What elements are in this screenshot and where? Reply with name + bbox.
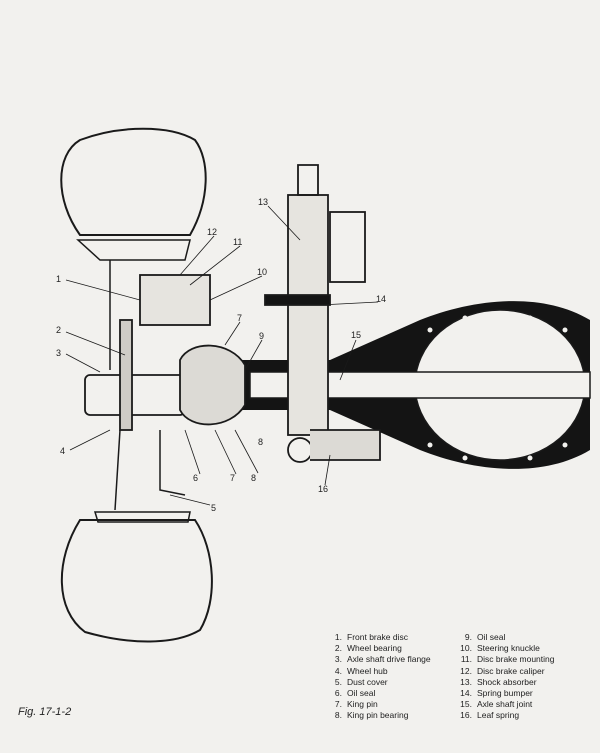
callout-8-right: 8 (258, 437, 263, 447)
legend-number: 12. (460, 665, 472, 676)
legend-number: 5. (334, 676, 342, 687)
leaf-spring (310, 429, 381, 461)
figure-label: Fig. 17-1-2 (18, 706, 72, 718)
callout-7-lower: 7 (230, 473, 235, 483)
callout-7-upper: 7 (237, 313, 242, 323)
legend-item: 14. Spring bumper (456, 688, 554, 699)
legend-label: Steering knuckle (477, 643, 540, 654)
legend-label: Axle shaft drive flange (347, 654, 431, 665)
legend-item: 11. Disc brake mounting (456, 654, 555, 665)
callout-16: 16 (318, 484, 328, 494)
callout-8-lower: 8 (251, 473, 256, 483)
legend-item: 7. King pin (326, 699, 431, 710)
callout-6: 6 (193, 473, 198, 483)
legend-label: Axle shaft joint (477, 699, 533, 710)
legend-label: Wheel bearing (347, 643, 402, 654)
legend-item: 8. King pin bearing (326, 710, 431, 721)
legend-item: 5. Dust cover (326, 677, 431, 688)
callout-3: 3 (56, 348, 61, 358)
legend-number: 14. (460, 688, 472, 699)
legend-item: 16. Leaf spring (456, 710, 554, 721)
legend-column-1: 1. Front brake disc 2. Wheel bearing 3. Axl… (326, 632, 431, 722)
legend-item: 12. Disc brake caliper (456, 666, 554, 677)
legend-label: Wheel hub (347, 665, 388, 676)
legend-number: 9. (464, 632, 472, 642)
legend-item: 9. Oil seal (456, 632, 554, 643)
legend-number: 2. (334, 643, 342, 654)
legend-item: 2. Wheel bearing (326, 643, 431, 654)
legend-number: 3. (334, 654, 342, 665)
legend-item: 13. Shock absorber (456, 677, 554, 688)
callout-9: 9 (259, 331, 264, 341)
wheel-rim-upper (76, 239, 191, 261)
spring-bumper (264, 294, 331, 306)
legend-label: Dust cover (347, 676, 388, 687)
callout-14: 14 (376, 294, 386, 304)
brake-caliper (139, 274, 211, 326)
callout-12: 12 (207, 227, 217, 237)
legend-item: 3. Axle shaft drive flange (326, 654, 431, 665)
legend-number: 15. (460, 699, 472, 710)
callout-13: 13 (258, 197, 268, 207)
legend-label: Front brake disc (347, 632, 408, 642)
legend-column-2: 9. Oil seal 10. Steering knuckle 11. Disc b… (456, 632, 554, 722)
callout-4: 4 (60, 446, 65, 456)
callout-5: 5 (211, 503, 216, 513)
legend-number: 4. (334, 665, 342, 676)
legend-label: Leaf spring (477, 710, 520, 721)
legend-label: King pin bearing (347, 710, 409, 721)
legend-item: 1. Front brake disc (326, 632, 431, 643)
shock-absorber (287, 194, 329, 436)
wheel-rim-lower (93, 511, 191, 523)
callout-10: 10 (257, 267, 267, 277)
steering-knuckle (179, 344, 246, 426)
legend-number: 10. (460, 643, 472, 654)
legend-label: Oil seal (347, 688, 376, 699)
callout-2: 2 (56, 325, 61, 335)
callout-11: 11 (233, 237, 242, 247)
tire-upper (60, 127, 207, 236)
brake-disc (119, 319, 133, 431)
legend-number: 1. (334, 632, 342, 642)
legend-number: 7. (334, 699, 342, 710)
shock-mount-bracket (329, 211, 366, 283)
callout-1: 1 (56, 274, 61, 284)
legend-label: Shock absorber (477, 676, 537, 687)
legend-number: 6. (334, 688, 342, 699)
legend-label: King pin (347, 699, 378, 710)
legend-item: 6. Oil seal (326, 688, 431, 699)
legend-item: 15. Axle shaft joint (456, 699, 554, 710)
legend-label: Oil seal (477, 632, 506, 642)
legend-number: 16. (460, 710, 472, 721)
legend-number: 13. (460, 676, 472, 687)
legend-item: 10. Steering knuckle (456, 643, 554, 654)
legend-number: 8. (334, 710, 342, 721)
spring-eye (287, 437, 313, 463)
legend-label: Disc brake caliper (477, 665, 545, 676)
legend-item: 4. Wheel hub (326, 666, 431, 677)
legend-label: Spring bumper (477, 688, 533, 699)
legend-label: Disc brake mounting (477, 654, 555, 665)
callout-15: 15 (351, 330, 361, 340)
tire-lower (60, 519, 213, 643)
wheel-hub (84, 374, 186, 416)
legend-number: 11. (460, 654, 472, 665)
